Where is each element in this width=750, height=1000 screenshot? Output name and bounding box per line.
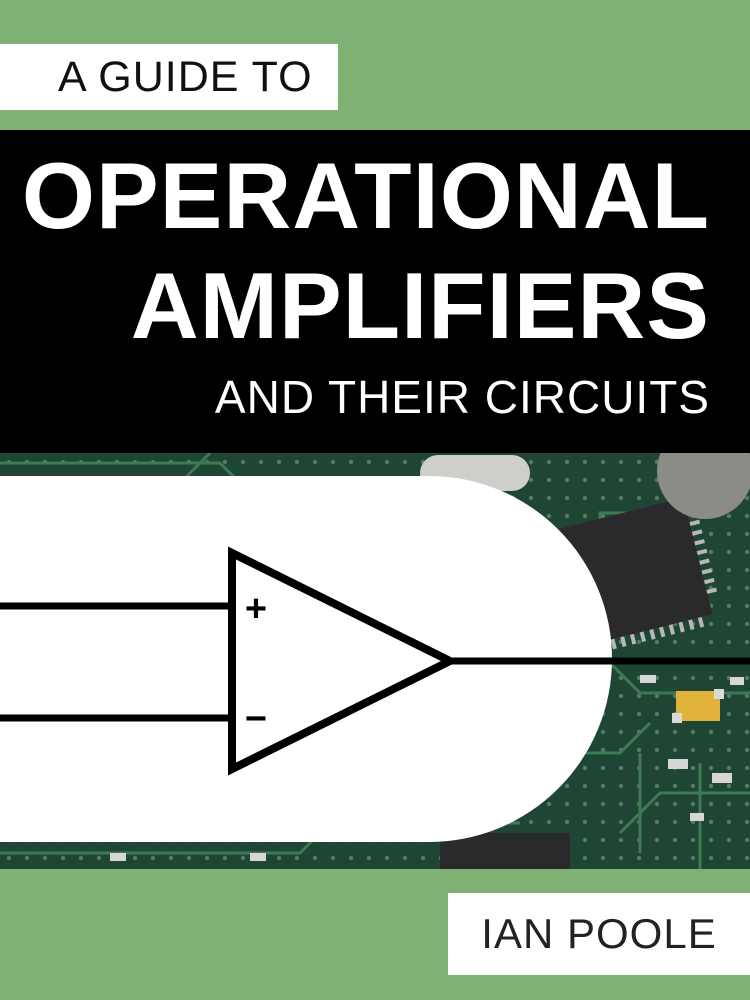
plus-sign: +: [245, 588, 267, 630]
op-amp-triangle: [228, 546, 460, 776]
title-line-1: OPERATIONAL: [21, 143, 710, 248]
subtitle: AND THEIR CIRCUITS: [214, 371, 710, 423]
minus-sign: −: [245, 698, 267, 740]
series-label: A GUIDE TO: [0, 44, 338, 110]
op-amp-symbol: + −: [0, 546, 750, 776]
title-line-2: AMPLIFIERS: [130, 253, 710, 358]
author-name: IAN POOLE: [448, 893, 750, 975]
title-band: OPERATIONAL AMPLIFIERS AND THEIR CIRCUIT…: [0, 130, 750, 453]
